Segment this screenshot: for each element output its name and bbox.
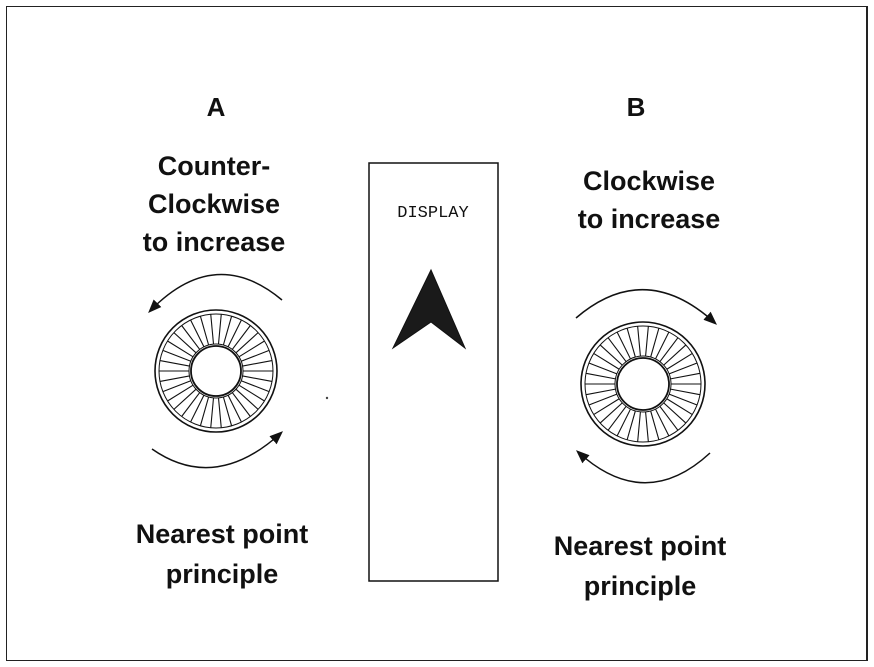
panel-b-letter: B: [616, 92, 656, 123]
counter-clockwise-arrow-bottom: [152, 433, 281, 468]
panel-a-direction-label: Counter- Clockwise to increase: [114, 147, 314, 261]
ridged-knob-icon: [155, 310, 277, 432]
ridged-knob-icon: [581, 322, 705, 446]
clockwise-arrow-bottom: [578, 452, 710, 483]
scan-speck: [326, 397, 328, 399]
panel-b-principle-label: Nearest point principle: [522, 526, 758, 606]
panel-a-principle-label: Nearest point principle: [104, 514, 340, 594]
counter-clockwise-arrow-top: [150, 275, 282, 311]
display-label: DISPLAY: [368, 204, 498, 223]
clockwise-arrow-top: [576, 290, 715, 323]
arrowhead-up-icon: [393, 270, 465, 348]
panel-a-letter: A: [196, 92, 236, 123]
display-panel: [369, 163, 498, 581]
panel-b-direction-label: Clockwise to increase: [536, 162, 762, 238]
